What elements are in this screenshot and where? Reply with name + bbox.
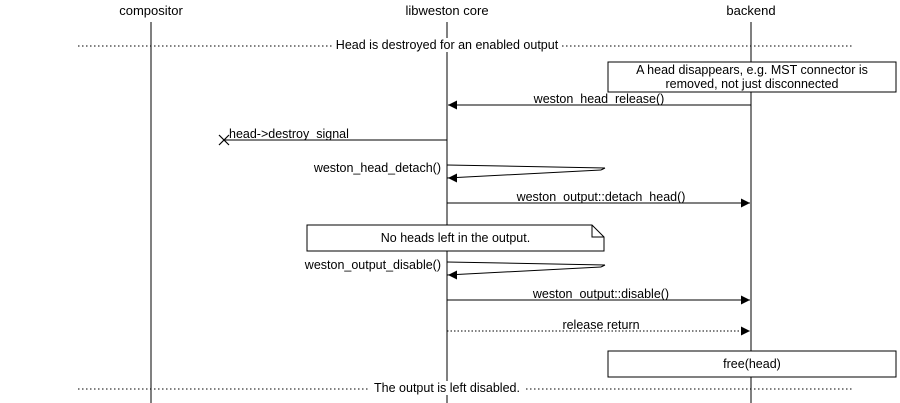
message-label-release-return: release return xyxy=(562,318,640,332)
message-lost-x-icon2-head-destroy-signal xyxy=(218,134,230,146)
message-line-weston-head-detach-out xyxy=(446,164,606,169)
message-line-weston-output-disable-call-out xyxy=(446,261,606,266)
message-line-weston-head-detach-tip xyxy=(600,167,606,171)
note-box-note-no-heads-left xyxy=(306,224,605,252)
message-arrowhead-weston-head-detach xyxy=(448,173,457,183)
message-line-weston-output-disable-call-tip xyxy=(600,264,606,268)
message-label-weston-output-disable: weston_output::disable() xyxy=(532,287,670,301)
message-arrowhead-release-return xyxy=(741,326,750,336)
participant-label-libweston_core: libweston core xyxy=(405,3,489,18)
participant-label-compositor: compositor xyxy=(119,3,183,18)
message-line-weston-output-disable-call-back xyxy=(446,266,602,276)
message-label-weston-head-release: weston_head_release() xyxy=(533,92,665,106)
note-box-note-head-disappears xyxy=(607,61,897,93)
note-box-note-free-head xyxy=(607,350,897,378)
message-arrowhead-weston-output-detach-head xyxy=(741,198,750,208)
message-label-weston-head-detach: weston_head_detach() xyxy=(313,161,441,175)
message-arrowhead-weston-output-disable-call xyxy=(448,270,457,280)
message-line-weston-head-detach-back xyxy=(446,169,602,179)
note-fold-note-no-heads-left xyxy=(591,225,604,238)
message-label-weston-output-detach-head: weston_output::detach_head() xyxy=(516,190,686,204)
message-arrowhead-weston-output-disable xyxy=(741,295,750,305)
divider-label-top: Head is destroyed for an enabled output xyxy=(331,38,563,52)
divider-label-bottom: The output is left disabled. xyxy=(370,381,524,395)
message-label-head-destroy-signal: head->destroy_signal xyxy=(229,127,349,141)
message-arrowhead-weston-head-release xyxy=(448,100,457,110)
note-text-note-head-disappears: removed, not just disconnected xyxy=(665,77,839,91)
note-text-note-free-head: free(head) xyxy=(723,357,781,371)
message-label-weston-output-disable-call: weston_output_disable() xyxy=(304,258,441,272)
participant-label-backend: backend xyxy=(726,3,776,18)
note-text-note-no-heads-left: No heads left in the output. xyxy=(380,231,531,245)
note-text-note-head-disappears: A head disappears, e.g. MST connector is xyxy=(636,63,868,77)
